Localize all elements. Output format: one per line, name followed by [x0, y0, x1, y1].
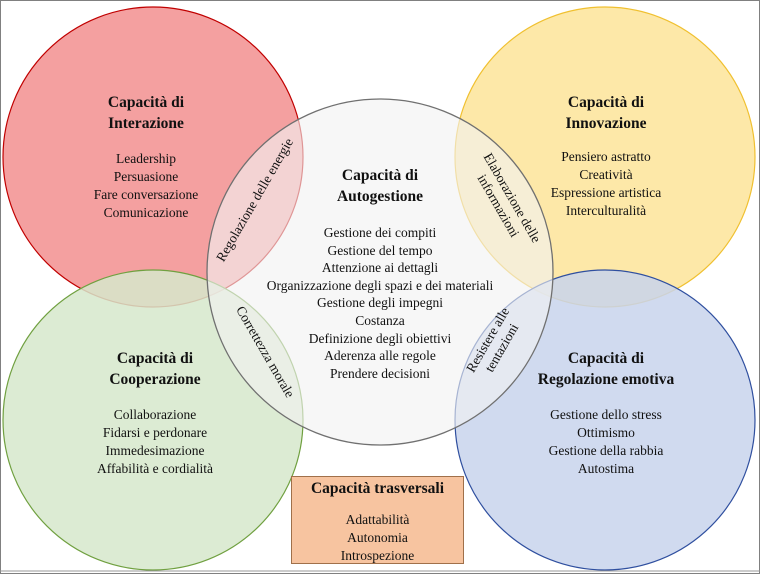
trasversali-item: Autonomia — [347, 530, 408, 545]
innovazione-item: Interculturalità — [565, 203, 647, 218]
interazione-title-2: Interazione — [108, 115, 184, 132]
circle-autogestione — [206, 98, 554, 446]
autogestione-item: Gestione del tempo — [327, 242, 433, 258]
autogestione-title-2: Autogestione — [336, 188, 424, 205]
autogestione-item: Costanza — [355, 312, 405, 328]
trasversali-title: Capacità trasversali — [310, 480, 444, 497]
innovazione-title-2: Innovazione — [565, 115, 647, 132]
autogestione-item: Definizione degli obiettivi — [308, 330, 452, 346]
autogestione-group: Capacità di Autogestione Gestione dei com… — [267, 165, 494, 382]
cooperazione-title-2: Cooperazione — [109, 371, 201, 388]
autogestione-item: Aderenza alle regole — [324, 348, 436, 364]
interazione-title-1: Capacità di — [107, 94, 185, 111]
cooperazione-item: Affabilità e cordialità — [97, 461, 213, 476]
regolazione-group: Capacità di Regolazione emotiva Gestione … — [538, 348, 674, 478]
interazione-item: Fare conversazione — [93, 187, 199, 202]
autogestione-item: Prendere decisioni — [329, 365, 431, 381]
regolazione-item: Autostima — [577, 461, 635, 476]
interazione-group: Capacità di Interazione Leadership Persua… — [94, 92, 199, 222]
trasversali-box: Capacità trasversali Adattabilità Autono… — [291, 476, 464, 564]
innovazione-item: Creatività — [579, 167, 633, 182]
autogestione-item: Gestione dei compiti — [323, 225, 437, 240]
innovazione-item: Espressione artistica — [550, 185, 662, 200]
autogestione-item: Organizzazione degli spazi e dei materia… — [266, 277, 494, 293]
cooperazione-item: Collaborazione — [113, 407, 197, 422]
cooperazione-item: Fidarsi e perdonare — [102, 425, 208, 440]
innovazione-title-1: Capacità di — [567, 94, 645, 111]
innovazione-group: Capacità di Innovazione Pensiero astratto… — [551, 92, 662, 220]
interazione-item: Comunicazione — [103, 205, 189, 220]
regolazione-item: Gestione della rabbia — [548, 443, 664, 458]
regolazione-title-2: Regolazione emotiva — [537, 371, 675, 388]
interazione-item: Persuasione — [113, 169, 179, 184]
autogestione-title-1: Capacità di — [341, 167, 419, 184]
trasversali-item: Adattabilità — [345, 512, 410, 527]
autogestione-item: Gestione degli impegni — [317, 295, 443, 311]
regolazione-item: Ottimismo — [577, 425, 635, 440]
cooperazione-item: Immedesimazione — [105, 443, 205, 458]
cooperazione-group: Capacità di Cooperazione Collaborazione F… — [97, 348, 213, 478]
interazione-item: Leadership — [116, 151, 176, 166]
regolazione-item: Gestione dello stress — [550, 407, 662, 422]
innovazione-item: Pensiero astratto — [561, 149, 651, 164]
trasversali-item: Introspezione — [340, 548, 415, 563]
cooperazione-title-1: Capacità di — [116, 350, 194, 367]
regolazione-title-1: Capacità di — [567, 350, 645, 367]
autogestione-item: Attenzione ai dettagli — [321, 260, 439, 276]
